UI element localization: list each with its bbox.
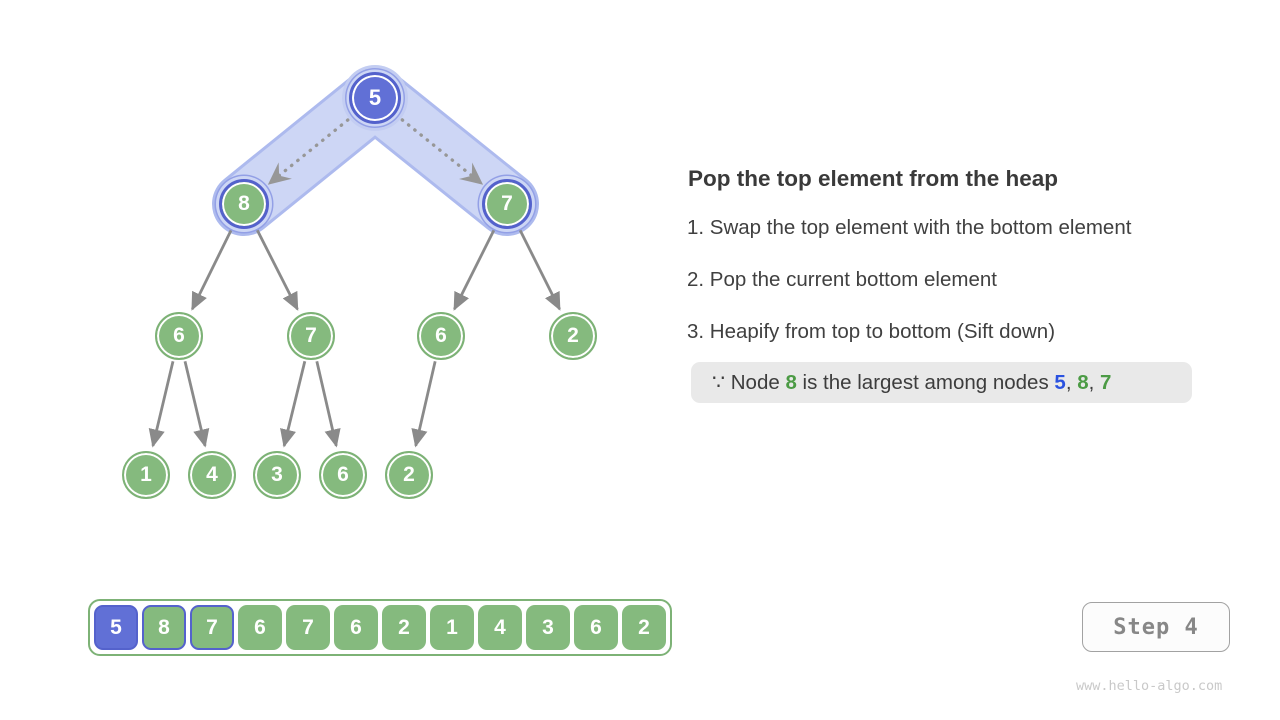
- array-cell-11: 2: [622, 605, 666, 650]
- step-instruction-2: 2. Pop the current bottom element: [687, 268, 997, 291]
- note-text: ∵ Node: [712, 371, 786, 394]
- watermark: www.hello-algo.com: [1076, 678, 1223, 694]
- array-cell-0: 5: [94, 605, 138, 650]
- tree-node-2: 2: [385, 451, 433, 499]
- tree-node-1: 1: [122, 451, 170, 499]
- tree-edge: [183, 360, 210, 448]
- tree-edge: [517, 226, 561, 311]
- array-cell-5: 6: [334, 605, 378, 650]
- tree-edge: [190, 226, 234, 311]
- array-cell-10: 6: [574, 605, 618, 650]
- panel-title: Pop the top element from the heap: [688, 166, 1059, 191]
- step-instruction-1: 1. Swap the top element with the bottom …: [687, 216, 1132, 239]
- tree-node-6: 6: [155, 312, 203, 360]
- tree-edge: [148, 360, 175, 448]
- array-cell-4: 7: [286, 605, 330, 650]
- tree-node-3: 3: [253, 451, 301, 499]
- array-cell-8: 4: [478, 605, 522, 650]
- tree-node-6: 6: [319, 451, 367, 499]
- tree-edge: [315, 361, 341, 448]
- note-text: is the largest among nodes: [796, 370, 1055, 394]
- swap-arrow: [394, 113, 484, 186]
- tree-node-5: 5: [349, 72, 401, 124]
- note-box: ∵ Node 8 is the largest among nodes 5, 8…: [691, 362, 1192, 403]
- step-instruction-3: 3. Heapify from top to bottom (Sift down…: [687, 320, 1056, 343]
- tree-node-7: 7: [287, 312, 335, 360]
- tree-node-6: 6: [417, 312, 465, 360]
- tree-edge: [411, 361, 437, 448]
- tree-edge: [453, 226, 497, 311]
- step-button[interactable]: Step 4: [1082, 602, 1230, 652]
- array-cell-7: 1: [430, 605, 474, 650]
- tree-node-2: 2: [549, 312, 597, 360]
- note-number-5: 5: [1054, 370, 1066, 394]
- tree-edges: [148, 226, 561, 448]
- note-number-8: 8: [785, 370, 797, 394]
- array-cell-9: 3: [526, 605, 570, 650]
- tree-edge: [280, 360, 307, 448]
- array-cell-3: 6: [238, 605, 282, 650]
- array-cell-2: 7: [190, 605, 234, 650]
- swap-arrows: [267, 113, 484, 186]
- swap-arrow: [267, 113, 356, 186]
- array-cell-1: 8: [142, 605, 186, 650]
- note-text: ,: [1065, 370, 1078, 394]
- note-number-7: 7: [1100, 370, 1112, 394]
- tree-node-4: 4: [188, 451, 236, 499]
- tree-edge: [254, 226, 299, 311]
- note-number-8: 8: [1077, 370, 1089, 394]
- tree-node-8: 8: [219, 179, 269, 229]
- tree-node-7: 7: [482, 179, 532, 229]
- note-text: ,: [1088, 370, 1101, 394]
- array-cell-6: 2: [382, 605, 426, 650]
